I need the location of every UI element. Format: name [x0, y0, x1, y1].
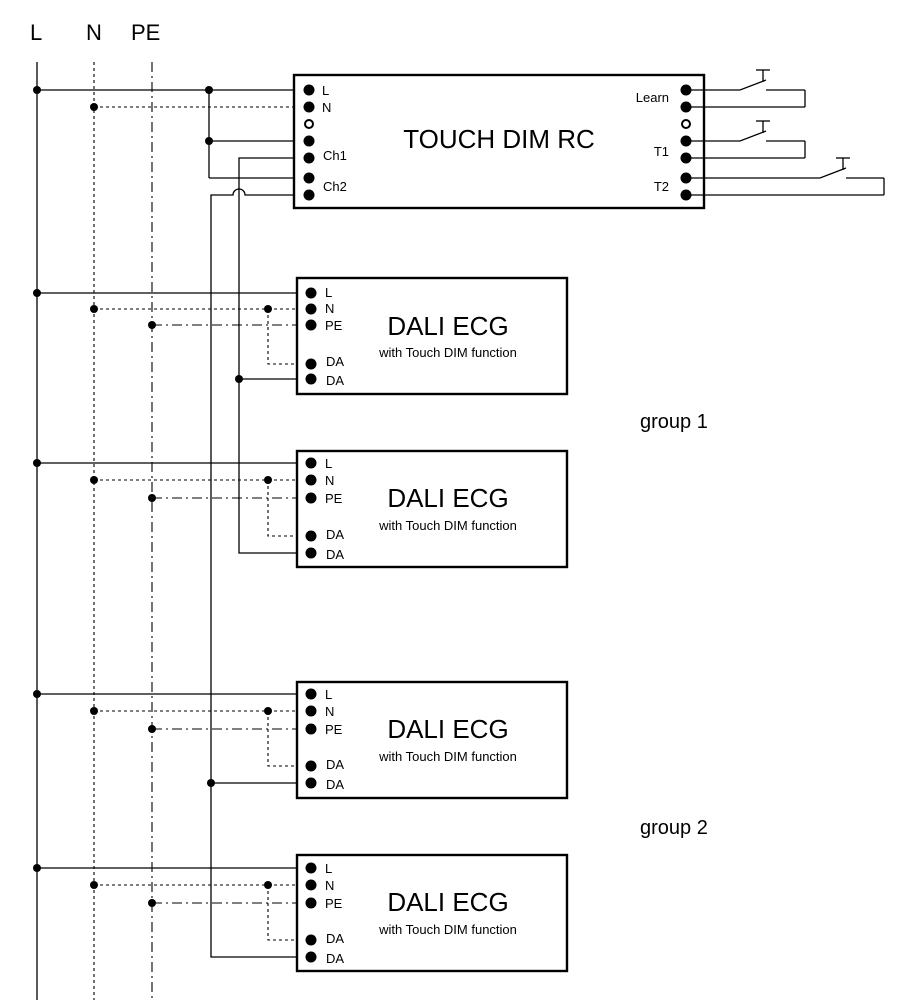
ecg-title: DALI ECG	[387, 714, 508, 744]
pin-label-t2: T2	[654, 179, 669, 194]
junction-dot	[148, 321, 156, 329]
ecg-title: DALI ECG	[387, 311, 508, 341]
terminal-ch1	[303, 152, 315, 164]
junction-dot	[33, 864, 41, 872]
wire-ch2-group2-da	[210, 188, 309, 958]
ecg-title: DALI ECG	[387, 887, 508, 917]
pin-label-l: L	[325, 285, 332, 300]
ecg-4: L N PE DA DA DALI ECG with Touch DIM fun…	[33, 853, 569, 973]
group-label-2: group 2	[640, 817, 708, 839]
terminal-l	[303, 84, 315, 96]
pin-label-da: DA	[326, 951, 344, 966]
pin-label-n: N	[325, 704, 334, 719]
wire-ch1-group1-da	[238, 157, 309, 554]
switch-learn	[686, 69, 806, 108]
bus-label-n: N	[86, 20, 102, 45]
pin-label-ch1: Ch1	[323, 148, 347, 163]
pin-label-n: N	[325, 301, 334, 316]
group-label-1: group 1	[640, 411, 708, 433]
switch-t2	[686, 157, 885, 196]
terminal-l2	[303, 135, 315, 147]
pin-label-l: L	[325, 861, 332, 876]
ecg-box	[295, 449, 569, 569]
pin-label-da: DA	[326, 527, 344, 542]
ecg-box	[295, 276, 569, 396]
junction-dot	[90, 476, 98, 484]
pin-label-pe: PE	[325, 491, 343, 506]
ecg-subtitle: with Touch DIM function	[378, 518, 517, 533]
pin-label-l: L	[325, 687, 332, 702]
junction-dot	[33, 289, 41, 297]
controller-touch-dim-rc: TOUCH DIM RC L N Ch1 Ch2 Learn T1 T2	[33, 69, 885, 958]
junction-dot	[148, 899, 156, 907]
bus-label-pe: PE	[131, 20, 160, 45]
pin-label-da: DA	[326, 373, 344, 388]
ecg-title: DALI ECG	[387, 483, 508, 513]
terminal-l3	[303, 172, 315, 184]
junction-dot	[148, 494, 156, 502]
junction-dot	[90, 707, 98, 715]
pin-label-pe: PE	[325, 896, 343, 911]
ecg-1: L N PE DA DA DALI ECG with Touch DIM fun…	[33, 276, 569, 396]
pin-label-l: L	[322, 83, 329, 98]
junction-dot	[33, 459, 41, 467]
junction-dot	[33, 690, 41, 698]
ecg-subtitle: with Touch DIM function	[378, 345, 517, 360]
ecg-box	[295, 680, 569, 800]
junction-dot	[90, 305, 98, 313]
ecg-subtitle: with Touch DIM function	[378, 749, 517, 764]
bus-label-l: L	[30, 20, 42, 45]
terminal-unused	[681, 119, 691, 129]
terminal-n	[303, 101, 315, 113]
ecg-2: L N PE DA DA DALI ECG with Touch DIM fun…	[33, 449, 569, 569]
pin-label-n: N	[322, 100, 331, 115]
switch-t1	[686, 120, 806, 159]
junction-dot	[90, 881, 98, 889]
junction-dot	[33, 86, 41, 94]
junction-dot	[148, 725, 156, 733]
pin-label-ch2: Ch2	[323, 179, 347, 194]
pin-label-da: DA	[326, 777, 344, 792]
pin-label-n: N	[325, 878, 334, 893]
junction-dot	[90, 103, 98, 111]
pin-label-pe: PE	[325, 318, 343, 333]
ecg-3: L N PE DA DA DALI ECG with Touch DIM fun…	[33, 680, 569, 800]
junction-dot	[205, 137, 213, 145]
ecg-box	[295, 853, 569, 973]
pin-label-da: DA	[326, 547, 344, 562]
pin-label-l: L	[325, 456, 332, 471]
pin-label-da: DA	[326, 931, 344, 946]
pin-label-da: DA	[326, 354, 344, 369]
pin-label-da: DA	[326, 757, 344, 772]
controller-title: TOUCH DIM RC	[403, 124, 595, 154]
pin-label-learn: Learn	[636, 90, 669, 105]
terminal-ch2	[303, 189, 315, 201]
pin-label-pe: PE	[325, 722, 343, 737]
pin-label-n: N	[325, 473, 334, 488]
controller-box	[292, 73, 706, 210]
pin-label-t1: T1	[654, 144, 669, 159]
ecg-subtitle: with Touch DIM function	[378, 922, 517, 937]
terminal-unused	[304, 119, 314, 129]
